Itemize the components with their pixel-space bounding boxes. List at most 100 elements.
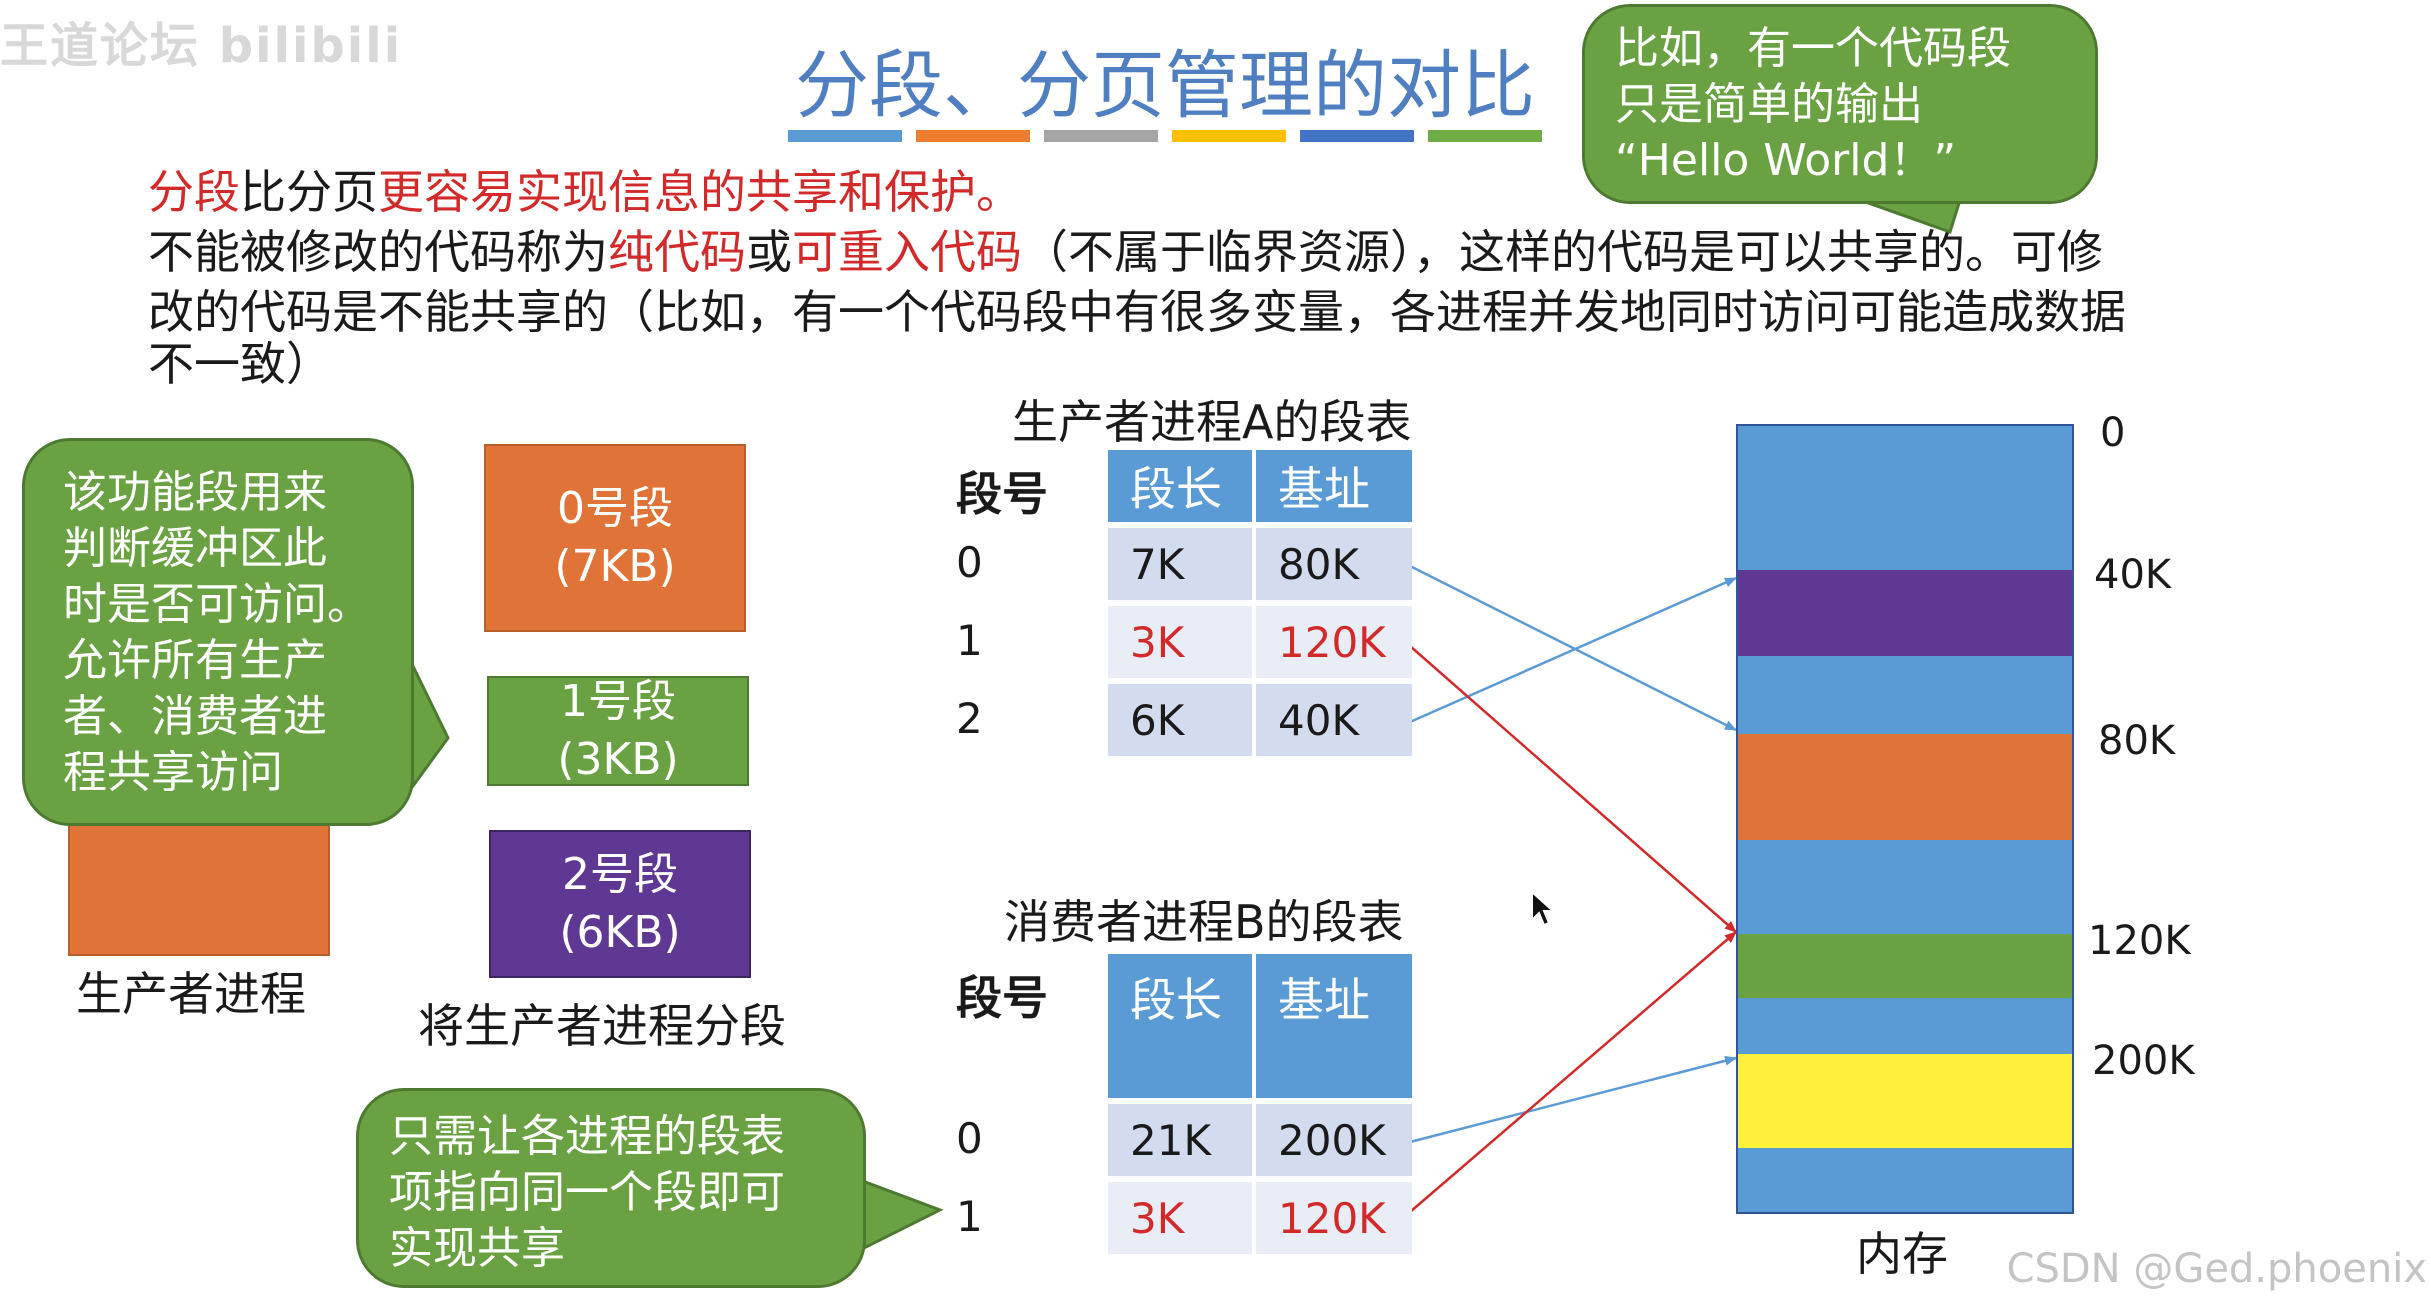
table-a-col-segno: 段号	[956, 467, 1048, 521]
table-b-row-0-length-text: 21K	[1130, 1115, 1211, 1165]
table-b-row-1-base-text: 120K	[1278, 1193, 1386, 1243]
table-a-row-0-base: 80K	[1256, 528, 1412, 600]
arrow-b0-to-200k	[1409, 1055, 1737, 1144]
text-explanation: （不属于临界资源），这样的代码是可以共享的。可修	[1022, 225, 2103, 279]
memory-address-40k: 40K	[2094, 552, 2172, 598]
table-b-header-length-text: 段长	[1130, 973, 1222, 1027]
table-a-row-0-length-text: 7K	[1130, 539, 1185, 589]
bubble-buffer-check: 该功能段用来 判断缓冲区此 时是否可访问。 允许所有生产 者、消费者进 程共享访…	[22, 438, 414, 826]
table-a-row-2-base: 40K	[1256, 684, 1412, 756]
table-a-header-length: 段长	[1108, 450, 1252, 522]
title-bar	[788, 130, 902, 142]
producer-process-box	[68, 810, 330, 956]
text-pure-code: 纯代码	[608, 225, 746, 279]
segment-1-name: 1号段	[560, 676, 676, 727]
slide-title: 分段、分页管理的对比	[795, 43, 1535, 129]
arrow-b1-to-120k	[1409, 931, 1737, 1213]
memory-block-free	[1736, 424, 2074, 570]
table-b-row-0-length: 21K	[1108, 1104, 1252, 1176]
memory-block-segment-0	[1736, 734, 2074, 840]
memory-address-200k: 200K	[2092, 1038, 2195, 1084]
watermark-logo: 王道论坛 bilibili	[0, 18, 403, 74]
segment-0-size: (7KB)	[554, 541, 676, 592]
segments-caption: 将生产者进程分段	[418, 999, 786, 1053]
memory-address-120k: 120K	[2088, 918, 2191, 964]
title-bar	[916, 130, 1030, 142]
text-intro: 不能被修改的代码称为	[148, 225, 608, 279]
watermark-credit: CSDN @Ged.phoenix	[2006, 1246, 2427, 1292]
segment-0-name: 0号段	[557, 483, 673, 534]
table-a-row-0-length: 7K	[1108, 528, 1252, 600]
table-b-col-segno: 段号	[956, 971, 1048, 1025]
title-underline-bars	[788, 130, 1542, 142]
segment-1-size: (3KB)	[557, 734, 679, 785]
table-a-row-0-base-text: 80K	[1278, 539, 1359, 589]
memory-address-0: 0	[2100, 410, 2126, 456]
bubble-hello-world-text: 比如，有一个代码段 只是简单的输出 “Hello World！”	[1615, 23, 2011, 186]
producer-process-label: 生产者进程	[76, 967, 306, 1021]
bubble-hello-world: 比如，有一个代码段 只是简单的输出 “Hello World！”	[1582, 4, 2098, 204]
memory-block-free	[1736, 1148, 2074, 1214]
table-b-row-1-no: 1	[956, 1192, 983, 1241]
segment-2-box: 2号段 (6KB)	[489, 830, 751, 978]
table-a-row-2-base-text: 40K	[1278, 695, 1359, 745]
table-a-header-length-text: 段长	[1130, 462, 1222, 516]
table-a-row-2-length-text: 6K	[1130, 695, 1185, 745]
table-a-row-2-no: 2	[956, 694, 983, 743]
title-bar	[1300, 130, 1414, 142]
bubble-buffer-check-text: 该功能段用来 判断缓冲区此 时是否可访问。 允许所有生产 者、消费者进 程共享访…	[63, 467, 371, 798]
segment-2-size: (6KB)	[559, 907, 681, 958]
bubble-sharing-hint: 只需让各进程的段表 项指向同一个段即可 实现共享	[356, 1088, 866, 1288]
segment-0-box: 0号段 (7KB)	[484, 444, 746, 632]
memory-address-80k: 80K	[2098, 718, 2176, 764]
mouse-cursor-icon	[1531, 890, 1556, 927]
body-line-3: 改的代码是不能共享的（比如，有一个代码段中有很多变量，各进程并发地同时访问可能造…	[148, 285, 2126, 339]
table-b-header-length: 段长	[1108, 954, 1252, 1098]
table-a-row-1-base-text: 120K	[1278, 617, 1386, 667]
bubble-tail-bottom	[858, 1177, 944, 1253]
segment-2-name: 2号段	[562, 849, 678, 900]
bubble-sharing-hint-text: 只需让各进程的段表 项指向同一个段即可 实现共享	[389, 1111, 785, 1274]
title-bar	[1044, 130, 1158, 142]
memory-block-free	[1736, 840, 2074, 934]
table-b-row-0-base: 200K	[1256, 1104, 1412, 1176]
arrow-a2-to-40k	[1409, 576, 1737, 724]
segment-1-box: 1号段 (3KB)	[487, 676, 749, 786]
table-a-header-base: 基址	[1256, 450, 1412, 522]
memory-block-segment-2	[1736, 570, 2074, 656]
text-compare: 比分页	[240, 165, 378, 219]
memory-block-segment-1	[1736, 934, 2074, 998]
table-b-row-1-base: 120K	[1256, 1182, 1412, 1254]
table-b-header-base: 基址	[1256, 954, 1412, 1098]
table-a-row-1-length-text: 3K	[1130, 617, 1185, 667]
memory-caption: 内存	[1856, 1227, 1948, 1281]
table-a-row-1-base: 120K	[1256, 606, 1412, 678]
bubble-tail-top-right	[1859, 198, 1963, 234]
memory-block-consumer-segment	[1736, 1054, 2074, 1148]
arrow-a0-to-80k	[1409, 564, 1737, 732]
table-a-row-2-length: 6K	[1108, 684, 1252, 756]
table-b-row-1-length-text: 3K	[1130, 1193, 1185, 1243]
memory-block-free	[1736, 656, 2074, 734]
title-bar	[1428, 130, 1542, 142]
text-reentrant-code: 可重入代码	[792, 225, 1022, 279]
table-b-row-0-base-text: 200K	[1278, 1115, 1386, 1165]
table-b-row-0-no: 0	[956, 1114, 983, 1163]
table-a-title: 生产者进程A的段表	[1012, 395, 1412, 449]
text-sharing-protection: 更容易实现信息的共享和保护。	[378, 165, 1022, 219]
table-a-row-0-no: 0	[956, 538, 983, 587]
table-a-row-1-no: 1	[956, 616, 983, 665]
body-line-1: 分段比分页更容易实现信息的共享和保护。	[148, 162, 1022, 222]
arrow-a1-to-120k	[1409, 645, 1737, 933]
table-b-row-1-length: 3K	[1108, 1182, 1252, 1254]
memory-block-free	[1736, 998, 2074, 1054]
table-b-title: 消费者进程B的段表	[1004, 895, 1404, 949]
table-a-header-base-text: 基址	[1278, 462, 1370, 516]
text-segmentation: 分段	[148, 165, 240, 219]
text-or: 或	[746, 225, 792, 279]
title-bar	[1172, 130, 1286, 142]
table-b-header-base-text: 基址	[1278, 973, 1370, 1027]
body-line-2: 不能被修改的代码称为纯代码或可重入代码（不属于临界资源），这样的代码是可以共享的…	[148, 222, 2103, 282]
body-line-4: 不一致）	[148, 337, 332, 391]
table-a-row-1-length: 3K	[1108, 606, 1252, 678]
